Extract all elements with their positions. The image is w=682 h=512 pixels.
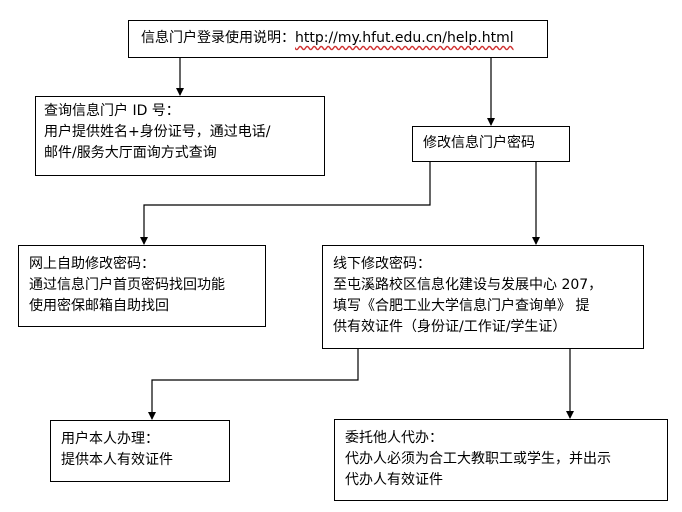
online-reset-heading: 网上自助修改密码： (29, 256, 155, 272)
modify-password-label: 修改信息门户密码 (423, 135, 535, 151)
self-service-box: 用户本人办理： 提供本人有效证件 (50, 420, 230, 482)
arrow-modify-to-online (140, 162, 431, 245)
proxy-service-line-1: 代办人必须为合工大教职工或学生，并出示 (345, 451, 611, 467)
proxy-service-line-2: 代办人有效证件 (345, 472, 443, 488)
modify-password-box: 修改信息门户密码 (412, 126, 570, 162)
title-box: 信息门户登录使用说明：http://my.hfut.edu.cn/help.ht… (128, 20, 548, 58)
query-id-line-1: 用户提供姓名+身份证号，通过电话/ (44, 124, 271, 140)
help-url-link[interactable]: http://my.hfut.edu.cn/help.html (295, 30, 514, 46)
offline-reset-line-2: 填写《合肥工业大学信息门户查询单》 提 (333, 298, 590, 314)
offline-reset-line-3: 供有效证件（身份证/工作证/学生证） (333, 319, 567, 335)
offline-reset-heading: 线下修改密码： (333, 256, 431, 272)
online-reset-box: 网上自助修改密码： 通过信息门户首页密码找回功能 使用密保邮箱自助找回 (18, 245, 266, 327)
offline-reset-box: 线下修改密码： 至屯溪路校区信息化建设与发展中心 207， 填写《合肥工业大学信… (322, 245, 644, 349)
offline-reset-line-1: 至屯溪路校区信息化建设与发展中心 207， (333, 277, 603, 293)
query-id-line-2: 邮件/服务大厅面询方式查询 (44, 145, 217, 161)
self-service-heading: 用户本人办理： (61, 431, 159, 447)
proxy-service-heading: 委托他人代办： (345, 430, 443, 446)
arrow-offline-to-self (148, 349, 359, 420)
proxy-service-box: 委托他人代办： 代办人必须为合工大教职工或学生，并出示 代办人有效证件 (334, 419, 668, 501)
self-service-line-1: 提供本人有效证件 (61, 452, 173, 468)
query-id-box: 查询信息门户 ID 号： 用户提供姓名+身份证号，通过电话/ 邮件/服务大厅面询… (35, 96, 325, 176)
online-reset-line-2: 使用密保邮箱自助找回 (29, 298, 169, 314)
title-label: 信息门户登录使用说明： (141, 30, 295, 46)
query-id-heading: 查询信息门户 ID 号： (44, 103, 180, 119)
online-reset-line-1: 通过信息门户首页密码找回功能 (29, 277, 225, 293)
